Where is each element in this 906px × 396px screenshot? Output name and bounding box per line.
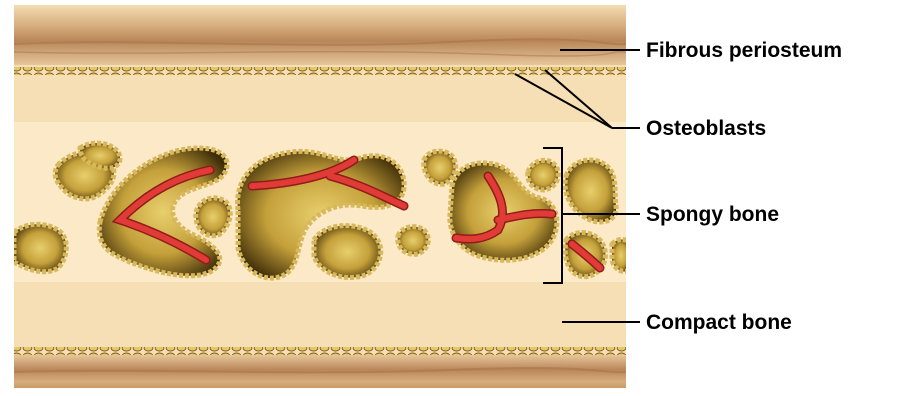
- osteoblast-row-bottom: [14, 347, 626, 355]
- periosteum-bottom: [14, 355, 626, 388]
- label-spongy-bone: Spongy bone: [646, 203, 779, 226]
- trabecula: [314, 226, 381, 278]
- trabecula: [14, 224, 66, 272]
- label-fibrous-periosteum: Fibrous periosteum: [646, 39, 842, 62]
- trabecula: [196, 198, 230, 236]
- periosteum-top: [14, 5, 626, 65]
- label-osteoblasts: Osteoblasts: [646, 117, 766, 140]
- trabecula: [528, 160, 559, 190]
- trabecula: [612, 240, 630, 272]
- label-compact-bone: Compact bone: [646, 311, 792, 334]
- osteoblast-row-top: [14, 67, 626, 75]
